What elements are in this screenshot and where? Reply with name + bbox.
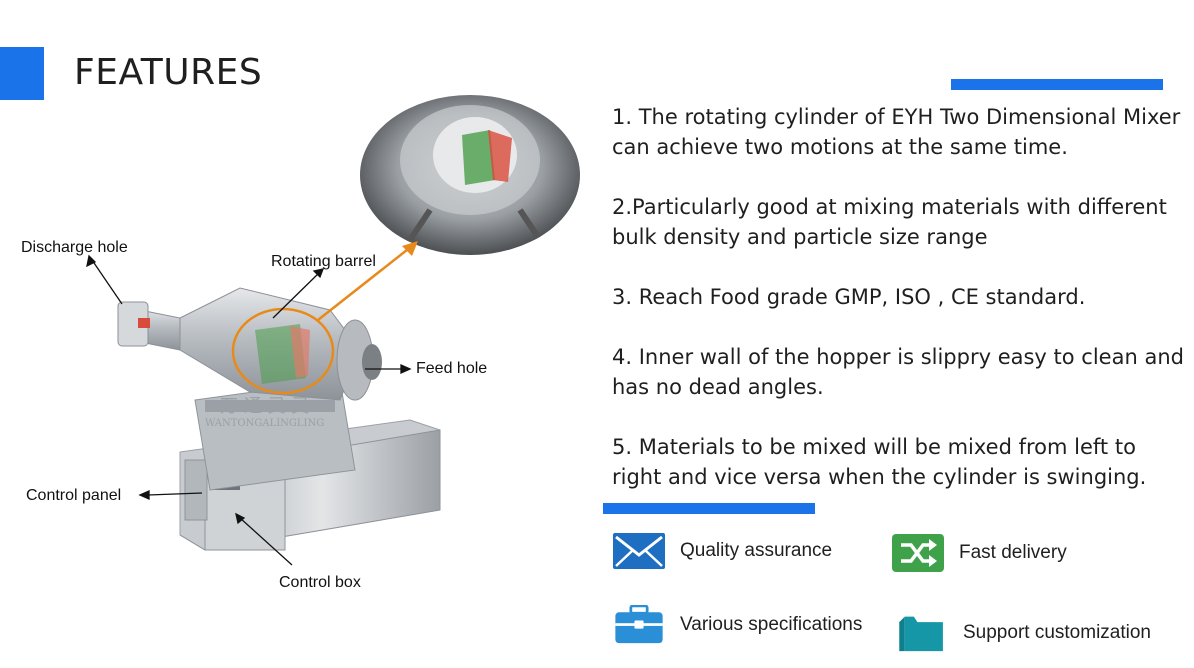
feature-item: 5. Materials to be mixed will be mixed f… xyxy=(612,435,1147,489)
label-control-box: Control box xyxy=(279,574,361,591)
label-control-panel: Control panel xyxy=(26,487,122,504)
envelope-icon xyxy=(613,533,665,569)
section-accent-line xyxy=(603,503,815,514)
shuffle-icon xyxy=(892,534,944,572)
feature-item: 3. Reach Food grade GMP, ISO , CE standa… xyxy=(612,285,1086,309)
mixer-drawing: 万 通 灵 灵 WANTONGALINGLING xyxy=(86,95,580,566)
badge-support-customization: Support customization xyxy=(895,613,1151,653)
page-title: FEATURES xyxy=(74,52,263,93)
feature-item: 4. Inner wall of the hopper is slippry e… xyxy=(612,345,1184,399)
toolbox-icon xyxy=(615,605,663,644)
badge-quality-assurance: Quality assurance xyxy=(612,531,832,571)
label-discharge-hole: Discharge hole xyxy=(21,239,128,256)
folder-icon xyxy=(899,616,943,652)
feature-item: 2.Particularly good at mixing materials … xyxy=(612,195,1167,249)
badge-fast-delivery: Fast delivery xyxy=(891,533,1067,573)
swing-frame xyxy=(194,379,356,491)
label-pointers xyxy=(86,254,412,566)
top-accent-line xyxy=(951,79,1163,90)
feature-list: 1. The rotating cylinder of EYH Two Dime… xyxy=(612,102,1187,522)
badge-label: Support customization xyxy=(963,622,1151,643)
title-accent-bar xyxy=(0,47,44,100)
watermark-chinese: 万 通 灵 灵 xyxy=(220,396,309,417)
rotating-barrel xyxy=(117,287,382,401)
mixer-illustration: 万 通 灵 灵 WANTONGALINGLING Discharge hole … xyxy=(0,80,600,663)
barrel-interior-closeup xyxy=(360,95,580,255)
badge-label: Various specifications xyxy=(680,614,863,635)
badge-label: Fast delivery xyxy=(959,542,1067,563)
badge-various-specifications: Various specifications xyxy=(612,605,862,645)
label-feed-hole: Feed hole xyxy=(416,360,488,377)
watermark-english: WANTONGALINGLING xyxy=(205,418,324,429)
label-rotating-barrel: Rotating barrel xyxy=(271,253,376,270)
feature-item: 1. The rotating cylinder of EYH Two Dime… xyxy=(612,105,1181,159)
badge-label: Quality assurance xyxy=(680,540,833,561)
